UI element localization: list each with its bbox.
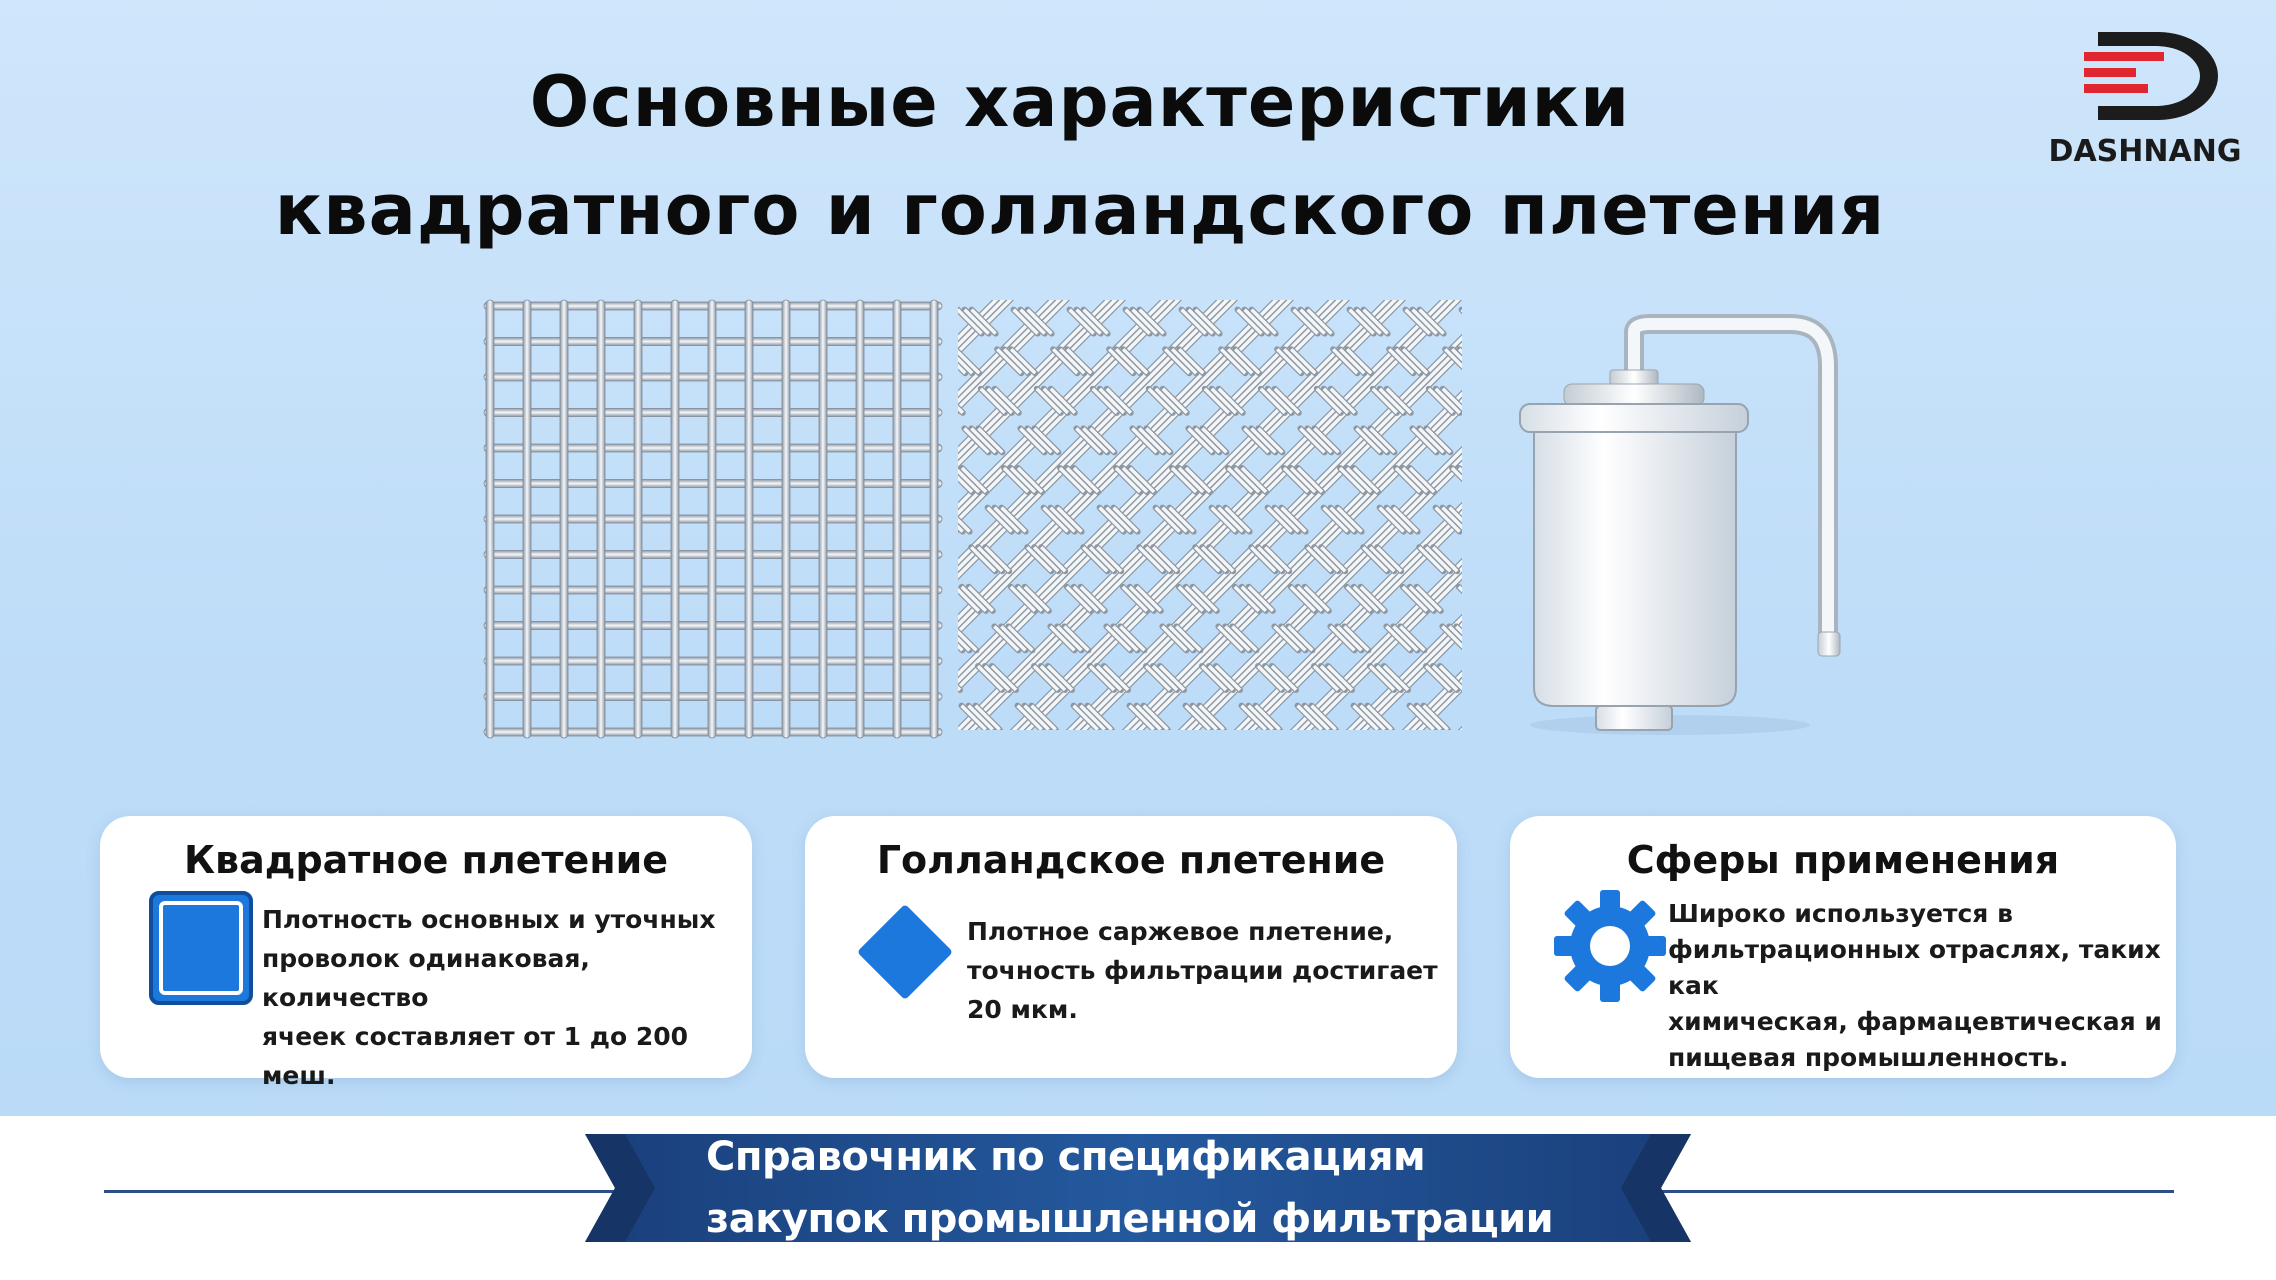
page-title-line-1: Основные характеристики bbox=[529, 61, 1631, 143]
card-text-line: пищевая промышленность. bbox=[1668, 1043, 2069, 1072]
card-text-line: Широко используется в bbox=[1668, 899, 2013, 928]
card-text-line: Плотность основных и уточных bbox=[262, 905, 716, 934]
dashnang-logo-icon bbox=[2084, 32, 2218, 120]
square-mesh-image bbox=[483, 299, 943, 739]
logo-text: DASHNANG bbox=[2048, 134, 2242, 169]
card-description: Плотность основных и уточных проволок од… bbox=[262, 900, 742, 1095]
banner-line-1: Справочник по спецификациям bbox=[706, 1134, 1426, 1180]
gear-icon bbox=[1554, 890, 1666, 1002]
card-text-line: проволок одинаковая, количество bbox=[262, 944, 590, 1012]
banner-ribbon bbox=[585, 1134, 1691, 1242]
card-title: Квадратное плетение bbox=[184, 838, 668, 882]
divider-right bbox=[1660, 1190, 2174, 1193]
card-square-weave: Квадратное плетение Плотность основных и… bbox=[100, 816, 752, 1090]
card-text-line: фильтрационных отраслях, таких как bbox=[1668, 935, 2161, 1000]
filter-cartridge-image bbox=[1519, 314, 1841, 735]
card-applications: Сферы применения Широко используется в ф… bbox=[1510, 816, 2176, 1078]
card-text-line: ячеек составляет от 1 до 200 меш. bbox=[262, 1022, 689, 1090]
blue-diamond-icon bbox=[858, 905, 952, 999]
card-title: Сферы применения bbox=[1626, 838, 2060, 882]
blue-square-icon bbox=[149, 891, 253, 1005]
diagonal-mesh-image bbox=[958, 300, 1462, 730]
card-text-line: 20 мкм. bbox=[967, 995, 1078, 1024]
card-text-line: точность фильтрации достигает bbox=[967, 956, 1438, 985]
divider-left bbox=[104, 1190, 614, 1193]
page-title-line-2: квадратного и голландского плетения bbox=[274, 169, 1886, 251]
card-description: Широко используется в фильтрационных отр… bbox=[1668, 896, 2168, 1076]
page-title: Основные характеристики квадратного и го… bbox=[260, 48, 1900, 264]
banner-line-2: закупок промышленной фильтрации bbox=[706, 1196, 1554, 1242]
card-text-line: Плотное саржевое плетение, bbox=[967, 917, 1394, 946]
card-dutch-weave: Голландское плетение Плотное саржевое пл… bbox=[805, 816, 1457, 1078]
banner-title: Справочник по спецификациям закупок пром… bbox=[706, 1126, 1606, 1250]
card-description: Плотное саржевое плетение, точность филь… bbox=[967, 912, 1447, 1029]
card-text-line: химическая, фармацевтическая и bbox=[1668, 1007, 2162, 1036]
card-title: Голландское плетение bbox=[876, 838, 1386, 882]
